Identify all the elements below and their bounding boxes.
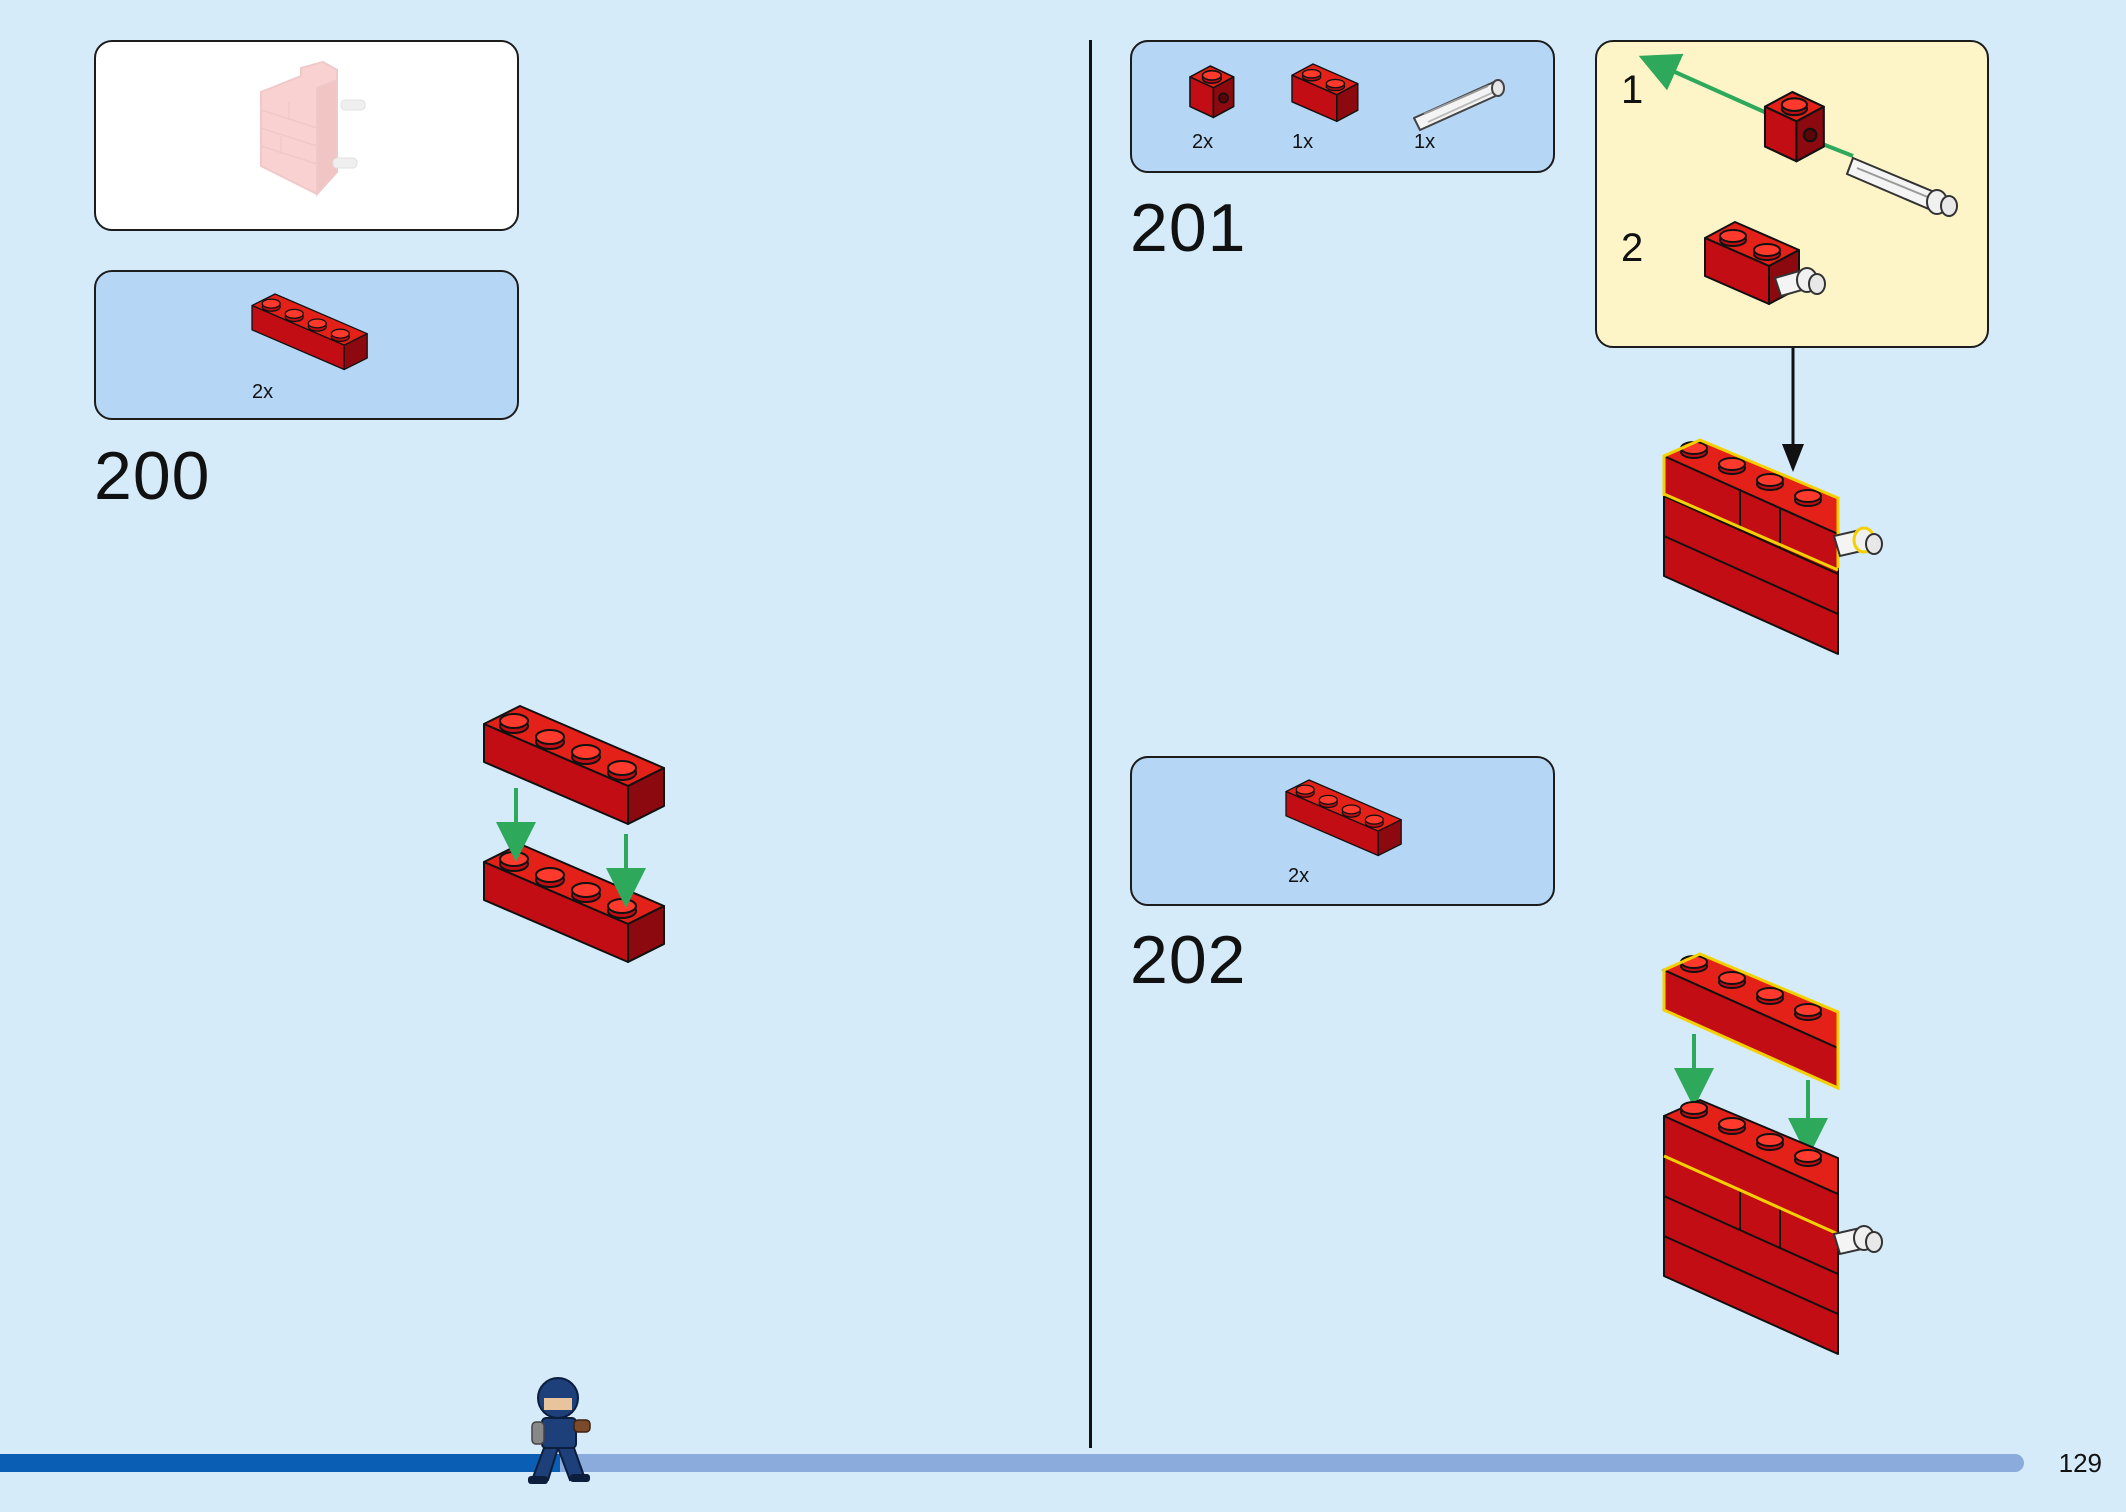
part-qty: 2x [1288,865,1310,887]
page-divider [1089,40,1092,1448]
substep-1-illustration [1638,53,1958,217]
part-red-1x4-brick [251,293,368,371]
part-qty: 1x [1414,131,1436,153]
part-qty: 1x [1292,131,1314,153]
step-number-200: 200 [94,438,211,514]
substep-number: 2 [1621,226,1644,270]
step-200-assembly [483,705,665,963]
callout-arrow [1782,348,1804,472]
part-technic-pin [1413,79,1505,131]
page-number: 129 [2058,1448,2102,1478]
step-number-201: 201 [1130,190,1247,266]
faded-wall-preview [260,60,366,197]
part-qty: 2x [252,381,274,403]
parts-box-step-200: 2x [94,270,519,420]
part-red-1x2-brick [1291,63,1359,123]
sub-assembly-callout: 1 2 [1595,40,1989,348]
substep-number: 1 [1621,68,1644,112]
substep-2-illustration [1704,221,1826,305]
green-arrow [1638,53,1770,116]
step-201-assembly [1662,438,1883,655]
preview-box [94,40,519,231]
step-202-assembly [1661,952,1883,1355]
parts-box-step-201: 2x 1x 1x [1130,40,1555,173]
part-qty: 2x [1192,131,1214,153]
progress-bar-done [0,1454,560,1472]
part-red-1x1-technic-brick [1189,65,1235,119]
step-number-202: 202 [1130,922,1247,998]
minifigure-icon [528,1377,591,1484]
parts-box-step-202: 2x [1130,756,1555,906]
part-red-1x4-brick [1285,779,1402,857]
